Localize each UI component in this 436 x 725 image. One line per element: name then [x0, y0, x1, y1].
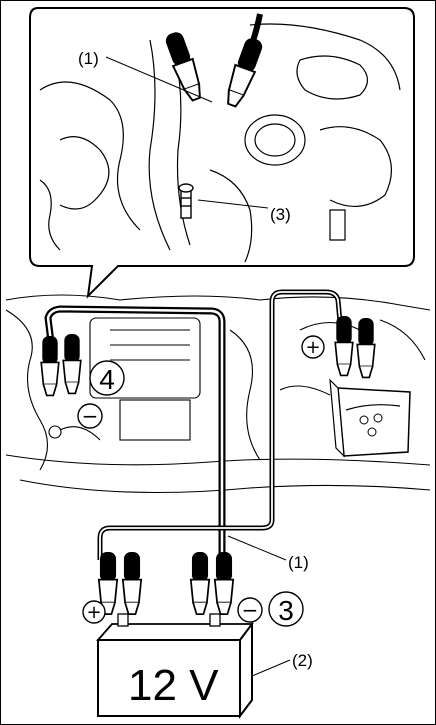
- svg-text:3: 3: [278, 595, 294, 626]
- detail-callout: (1) (3): [30, 8, 414, 296]
- svg-text:4: 4: [99, 364, 115, 395]
- clamp-negative-booster-2: [215, 552, 233, 614]
- leader-line-2: [252, 660, 290, 676]
- vehicle-battery: [330, 380, 410, 456]
- minus-sign-booster: −: [238, 598, 262, 622]
- step-number-3: 3: [269, 592, 303, 626]
- clamp-negative-ground-2: [63, 334, 81, 393]
- leader-line-1: [228, 536, 286, 560]
- callout-label-3-top: (3): [270, 205, 291, 224]
- plus-sign-booster: +: [83, 601, 105, 623]
- step-number-4: 4: [90, 361, 124, 395]
- booster-battery: 12 V: [98, 614, 252, 716]
- clamp-positive-booster-2: [123, 552, 141, 614]
- minus-sign-ground: −: [78, 404, 102, 428]
- svg-text:+: +: [86, 602, 101, 623]
- voltage-label: 12 V: [128, 661, 219, 710]
- clamp-positive-vehicle-2: [357, 318, 375, 377]
- svg-text:−: −: [242, 598, 259, 622]
- svg-text:+: +: [305, 337, 320, 358]
- clamp-negative-ground: [41, 336, 59, 395]
- clamp-negative-booster: [191, 552, 209, 614]
- plus-sign-vehicle: +: [302, 336, 324, 358]
- callout-label-2-bottom: (2): [292, 651, 313, 670]
- callout-label-1-top: (1): [78, 49, 99, 68]
- svg-text:−: −: [82, 404, 99, 428]
- callout-label-1-bottom: (1): [288, 553, 309, 572]
- clamp-positive-vehicle: [335, 316, 353, 375]
